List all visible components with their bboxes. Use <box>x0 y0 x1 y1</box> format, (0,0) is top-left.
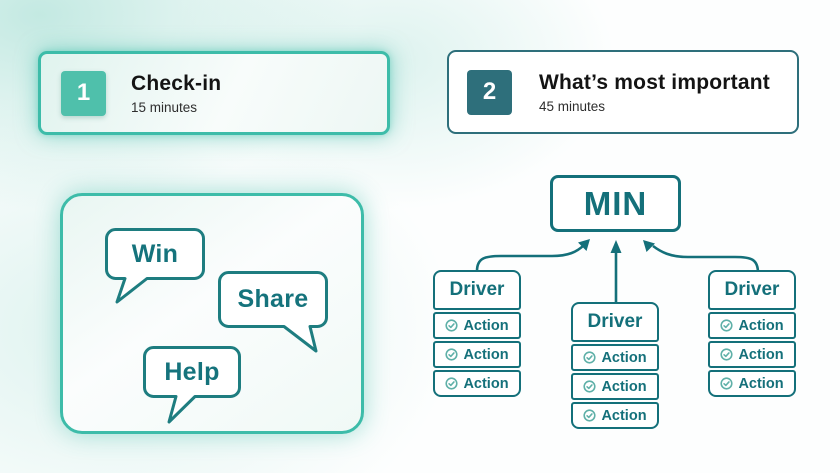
action-item: Action <box>571 373 659 400</box>
check-circle-icon <box>720 319 734 332</box>
action-item: Action <box>708 312 796 339</box>
arrowhead-left <box>578 239 590 251</box>
step-number-badge: 2 <box>467 69 512 115</box>
action-item: Action <box>571 402 659 429</box>
speech-bubble-win: Win <box>105 228 205 306</box>
step-duration: 15 minutes <box>131 99 198 115</box>
driver-column-2: Driver Action Action Action <box>571 302 659 429</box>
action-label: Action <box>463 317 509 334</box>
check-in-bubble-panel: Win Share Help <box>60 193 364 434</box>
action-label: Action <box>463 375 509 392</box>
check-circle-icon <box>445 377 459 390</box>
action-item: Action <box>433 341 521 368</box>
driver-column-1: Driver Action Action Action <box>433 270 521 397</box>
driver-header: Driver <box>433 270 521 310</box>
action-item: Action <box>708 341 796 368</box>
step-text-group: Check-in 15 minutes <box>131 72 221 115</box>
action-label: Action <box>601 349 647 366</box>
arrowhead-right <box>643 240 655 252</box>
action-label: Action <box>601 378 647 395</box>
check-circle-icon <box>445 348 459 361</box>
action-item: Action <box>571 344 659 371</box>
action-label: Action <box>738 317 784 334</box>
action-label: Action <box>601 407 647 424</box>
step-card-checkin: 1 Check-in 15 minutes <box>38 51 390 135</box>
step-number-badge: 1 <box>61 70 106 116</box>
speech-bubble-help: Help <box>143 346 241 426</box>
speech-bubble-icon <box>105 228 205 304</box>
bubble-label: Win <box>131 239 179 268</box>
speech-bubble-icon <box>218 271 328 353</box>
arrowhead-middle <box>610 240 622 253</box>
step-title: Check-in <box>131 71 222 95</box>
check-circle-icon <box>720 348 734 361</box>
action-label: Action <box>463 346 509 363</box>
driver-header: Driver <box>571 302 659 342</box>
arrow-left-curve <box>475 244 585 272</box>
speech-bubble-share: Share <box>218 271 328 355</box>
check-circle-icon <box>583 351 597 364</box>
step-text-group: What’s most important 45 minutes <box>539 71 770 114</box>
action-item: Action <box>708 370 796 397</box>
speech-bubble-icon <box>143 346 241 424</box>
action-label: Action <box>738 375 784 392</box>
step-duration: 45 minutes <box>539 98 606 114</box>
bubble-label: Help <box>164 357 220 386</box>
step-card-whats-most-important: 2 What’s most important 45 minutes <box>447 50 799 134</box>
action-label: Action <box>738 346 784 363</box>
arrow-right-curve <box>652 244 760 274</box>
goal-box-min: MIN <box>550 175 681 232</box>
bubble-label: Share <box>237 285 309 313</box>
driver-column-3: Driver Action Action Action <box>708 270 796 397</box>
driver-header: Driver <box>708 270 796 310</box>
driver-to-min-arrows <box>475 239 760 305</box>
step-title: What’s most important <box>539 70 770 94</box>
check-circle-icon <box>583 409 597 422</box>
action-item: Action <box>433 370 521 397</box>
check-circle-icon <box>445 319 459 332</box>
check-circle-icon <box>720 377 734 390</box>
action-item: Action <box>433 312 521 339</box>
check-circle-icon <box>583 380 597 393</box>
